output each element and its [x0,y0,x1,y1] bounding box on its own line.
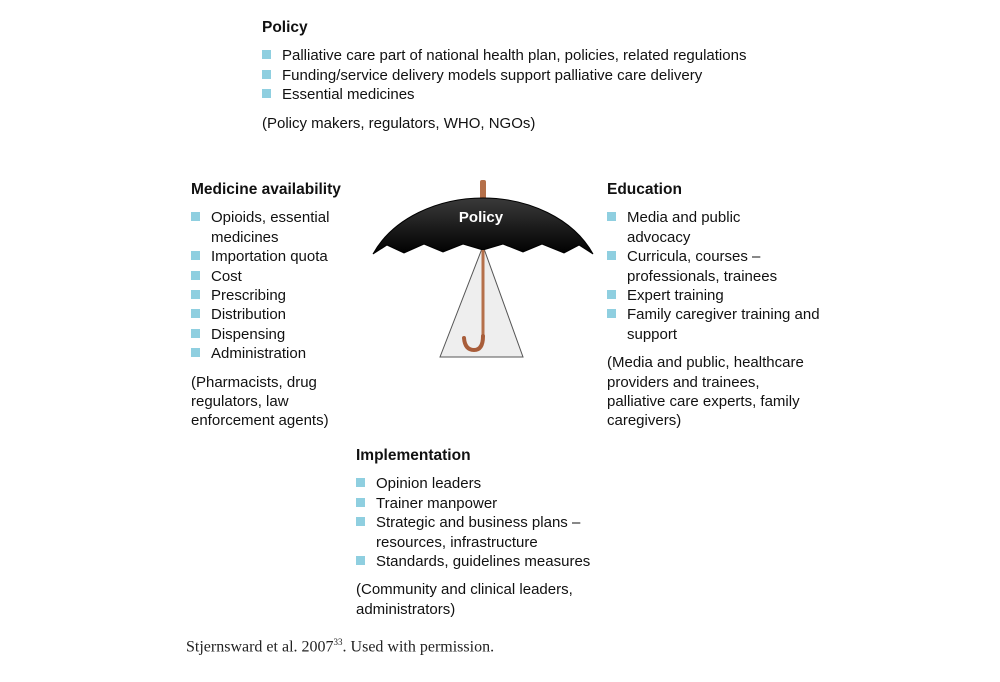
list-item: Palliative care part of national health … [262,46,752,65]
umbrella-label: Policy [459,209,504,226]
list-item: Media and public advocacy [607,208,762,247]
square-bullet-icon [191,251,200,261]
list-item: Administration [191,344,366,363]
list-item: Cost [191,267,366,286]
medicine-heading: Medicine availability [191,181,341,198]
education-heading: Education [607,181,682,198]
square-bullet-icon [191,328,200,338]
reference-superscript: 33 [333,637,343,647]
education-stakeholders: (Media and public, healthcare providers … [607,354,804,430]
medicine-section: Medicine availability Opioids, essential… [191,180,366,431]
implementation-section: Implementation Opinion leaders Trainer m… [356,446,626,619]
list-item: Importation quota [191,247,366,266]
square-bullet-icon [191,290,200,300]
implementation-list: Opinion leaders Trainer manpower Strateg… [356,474,626,571]
list-item: Strategic and business plans – resources… [356,513,626,552]
square-bullet-icon [356,478,365,488]
medicine-list: Opioids, essential medicines Importation… [191,208,366,363]
list-item: Distribution [191,305,366,324]
list-item: Funding/service delivery models support … [262,66,782,85]
policy-heading: Policy [262,19,308,36]
square-bullet-icon [191,309,200,319]
square-bullet-icon [191,270,200,280]
list-item: Standards, guidelines measures [356,552,626,571]
list-item: Trainer manpower [356,494,626,513]
square-bullet-icon [262,89,271,99]
implementation-stakeholders: (Community and clinical leaders, adminis… [356,581,573,618]
education-section: Education Media and public advocacy Curr… [607,180,822,431]
square-bullet-icon [356,517,365,527]
square-bullet-icon [607,251,616,261]
list-item: Curricula, courses – professionals, trai… [607,247,807,286]
policy-list: Palliative care part of national health … [262,46,782,104]
square-bullet-icon [356,497,365,507]
square-bullet-icon [262,50,271,60]
square-bullet-icon [356,556,365,566]
list-item: Expert training [607,286,822,305]
square-bullet-icon [262,69,271,79]
square-bullet-icon [191,348,200,358]
list-item: Opioids, essential medicines [191,208,351,247]
implementation-heading: Implementation [356,447,471,464]
list-item: Dispensing [191,325,366,344]
square-bullet-icon [191,212,200,222]
education-list: Media and public advocacy Curricula, cou… [607,208,822,344]
policy-section: Policy Palliative care part of national … [262,18,782,133]
umbrella-handle [462,334,485,353]
medicine-stakeholders: (Pharmacists, drug regulators, law enfor… [191,373,329,430]
square-bullet-icon [607,290,616,300]
list-item: Prescribing [191,286,366,305]
figure-caption: Stjernsward et al. 200733. Used with per… [186,637,495,656]
umbrella-canopy [372,197,594,255]
list-item: Essential medicines [262,85,782,104]
list-item: Family caregiver training and support [607,305,827,344]
list-item: Opinion leaders [356,474,626,493]
umbrella-tip [480,180,486,200]
umbrella-icon: Policy [372,180,594,358]
square-bullet-icon [607,309,616,319]
square-bullet-icon [607,212,616,222]
policy-stakeholders: (Policy makers, regulators, WHO, NGOs) [262,114,536,132]
